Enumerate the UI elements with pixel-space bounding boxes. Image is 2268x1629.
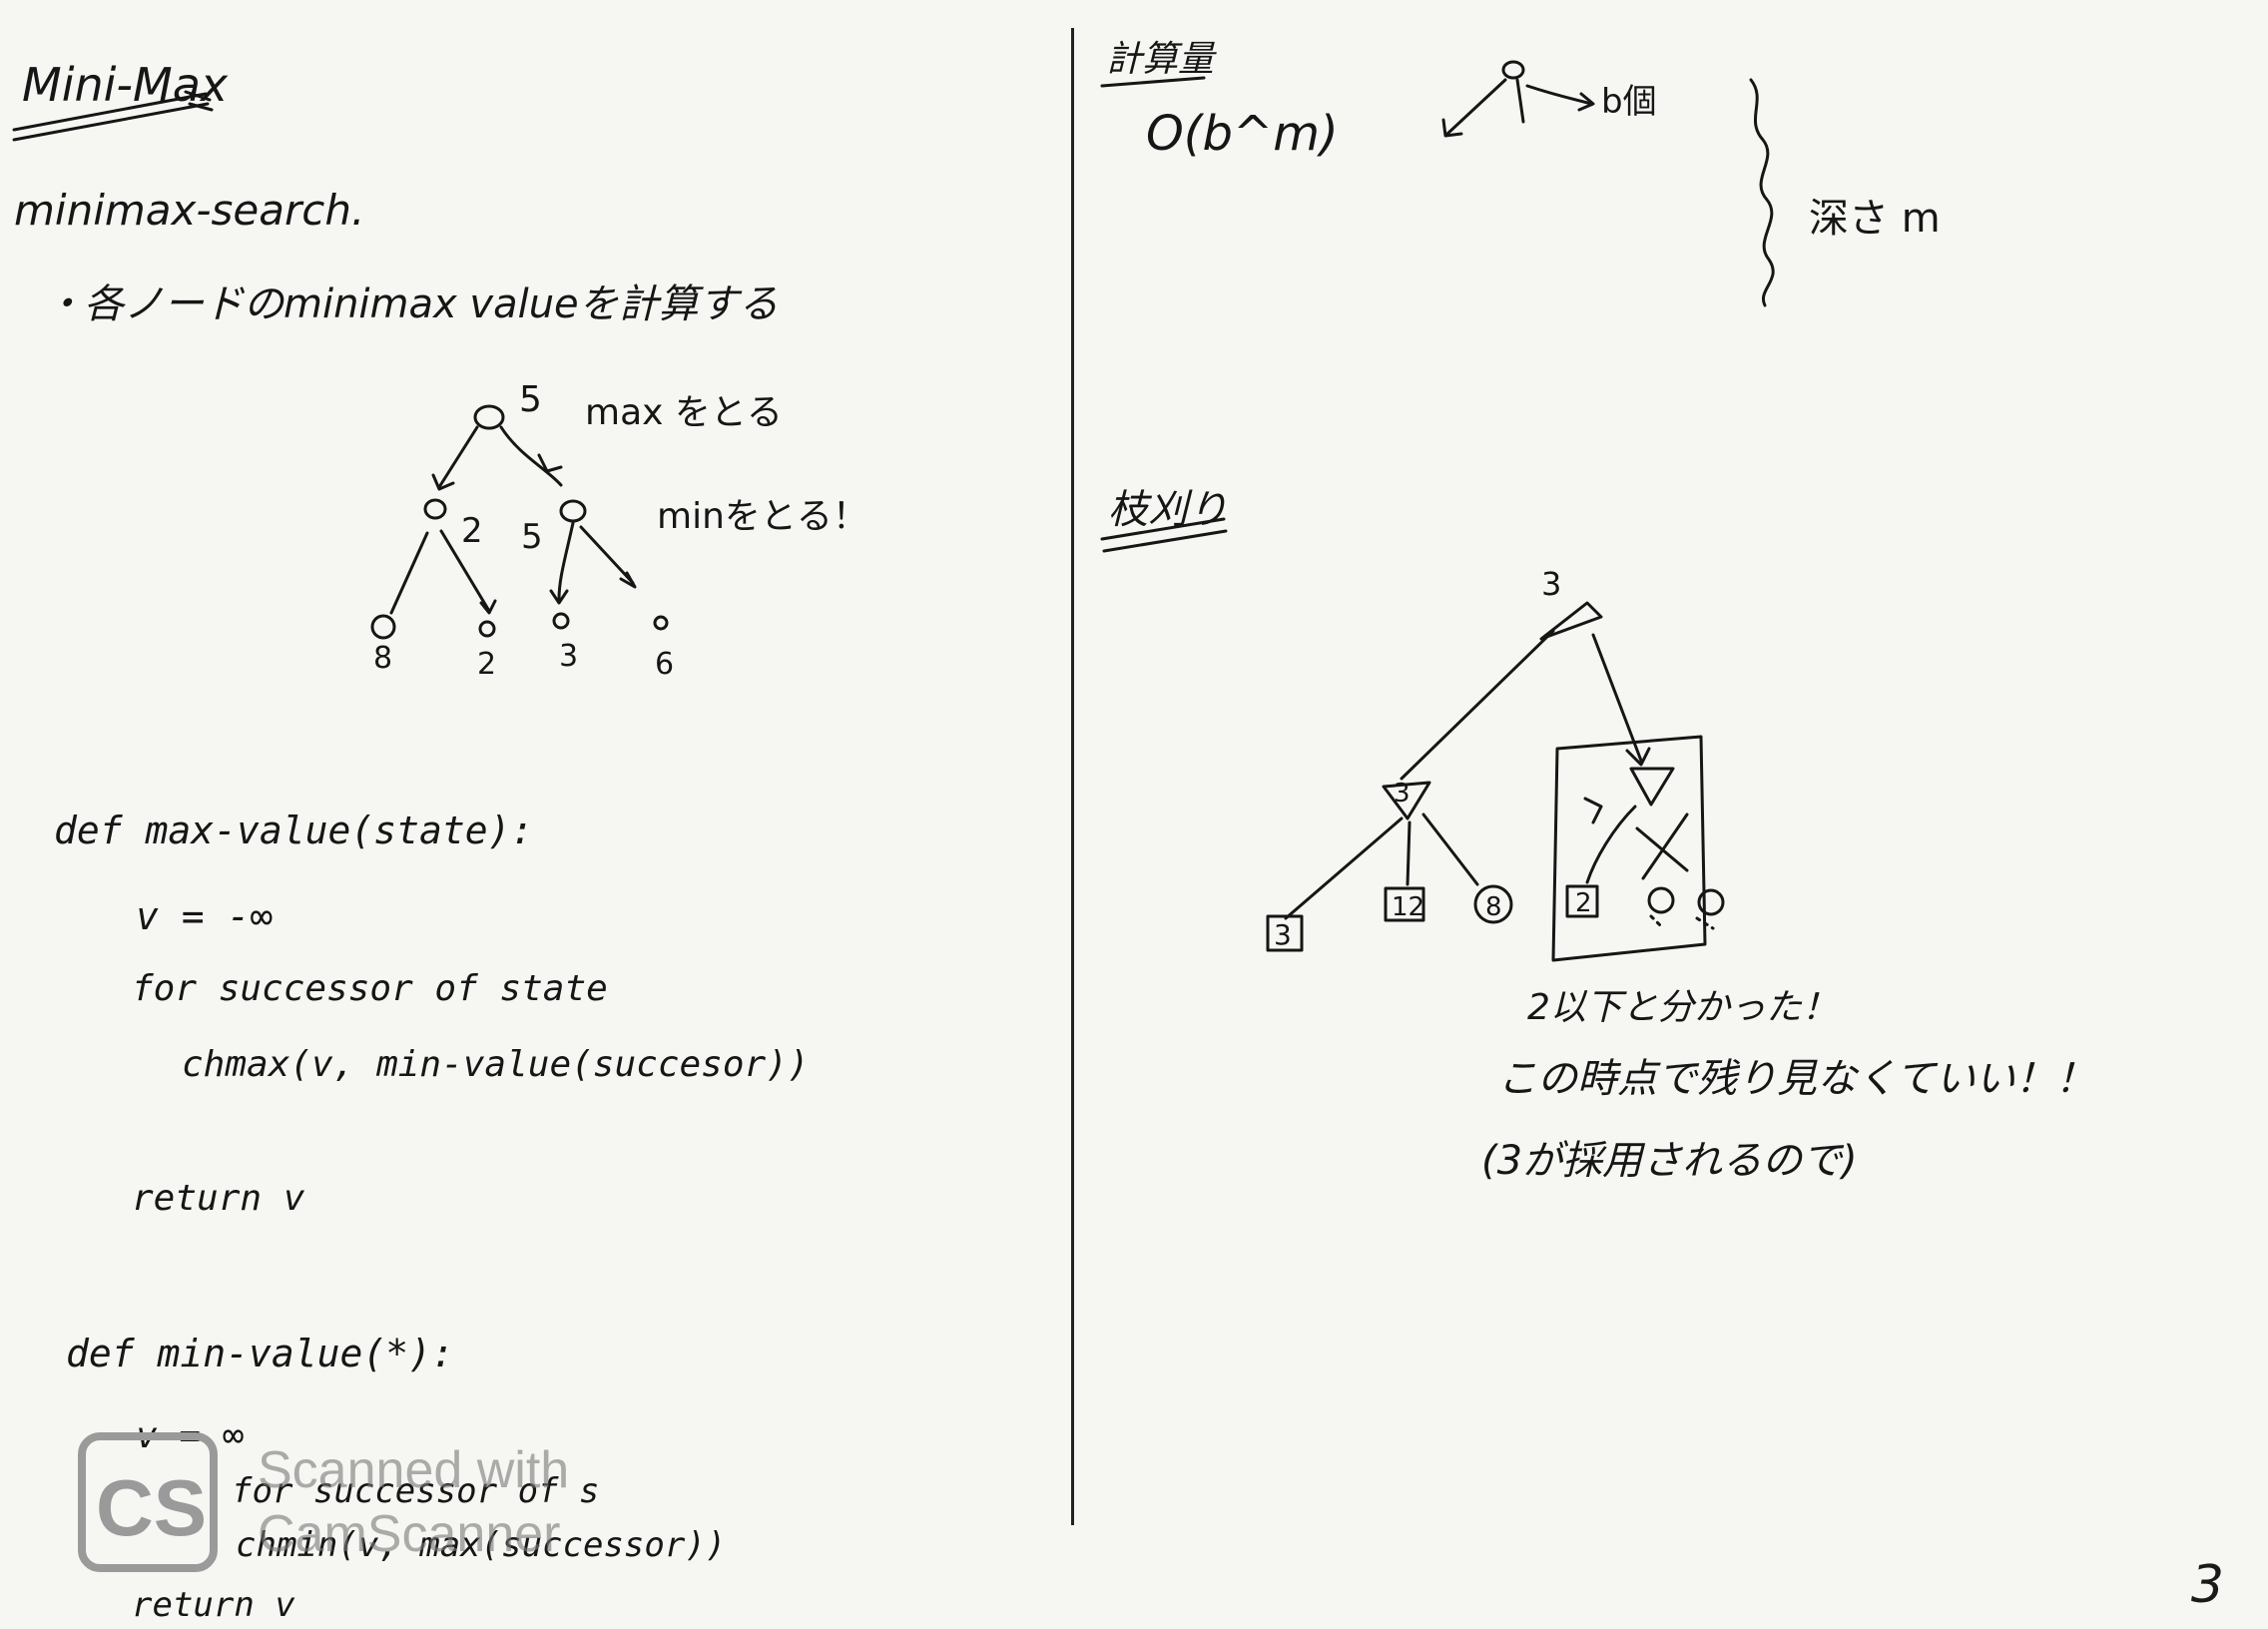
prune-leaf-value: 12 <box>1392 892 1425 922</box>
page-number: 3 <box>2190 1555 2224 1615</box>
code-line: def max-value(state): <box>54 809 534 852</box>
bullet-minimax-value: ・各ノードのminimax valueを計算する <box>44 281 779 327</box>
code-line: for successor of s <box>232 1471 600 1511</box>
leaf-value: 8 <box>373 641 393 676</box>
leaf-circle <box>1473 884 1513 924</box>
subtitle-minimax-search: minimax-search. <box>14 186 365 235</box>
leaf-value: 2 <box>477 647 497 682</box>
prune-note: この時点で残り見なくていい！！ <box>1497 1056 2095 1102</box>
min-node-triangle <box>1629 767 1675 807</box>
leaf-box <box>1384 886 1425 922</box>
tree-min-node <box>559 499 587 523</box>
complexity-heading: 計算量 <box>1106 39 1215 80</box>
depth-label: 深さ m <box>1809 196 1941 242</box>
code-line: chmax(v, min-value(succesor)) <box>182 1044 810 1085</box>
watermark-line: CamScanner <box>258 1505 561 1563</box>
code-line: def min-value(*): <box>66 1332 454 1375</box>
leaf-value: 6 <box>655 647 675 682</box>
camscanner-watermark: CS Scanned with CamScanner <box>78 1432 677 1582</box>
title-underline <box>12 92 208 132</box>
code-line: return v <box>132 1585 295 1625</box>
root-note: max をとる <box>585 392 783 433</box>
title-minimax: Mini-Max <box>22 58 229 112</box>
code-line: for successor of state <box>132 968 608 1009</box>
tree-root-node <box>473 404 505 430</box>
child-value-left: 2 <box>461 511 483 551</box>
tree-leaf-node <box>370 614 396 640</box>
complexity-value: O(b^m) <box>1146 106 1339 162</box>
prune-leaf-value: 3 <box>1274 918 1292 951</box>
leaf-box <box>1565 884 1599 918</box>
min-note: minをとる！ <box>657 496 868 537</box>
depth-brace <box>1749 78 1775 307</box>
branch-label: b個 <box>1601 82 1657 122</box>
tree-leaf-node <box>478 620 496 638</box>
root-value: 5 <box>519 379 542 420</box>
prune-note: 2以下と分かった！ <box>1527 987 1838 1028</box>
prune-note: (3が採用されるので) <box>1481 1138 1858 1184</box>
watermark-line: Scanned with <box>258 1441 570 1499</box>
code-line: chmin(v, max(successor)) <box>236 1525 727 1565</box>
tree-leaf-node <box>653 615 669 631</box>
pruning-heading: 枝刈り <box>1108 487 1228 533</box>
page-divider <box>1071 28 1074 1525</box>
prune-root-value: 3 <box>1541 565 1562 603</box>
child-value-right: 5 <box>521 517 543 557</box>
prune-leaf-value: 8 <box>1485 892 1502 922</box>
max-node-triangle <box>1539 601 1603 641</box>
leaf-value: 3 <box>559 639 579 674</box>
code-line: return v <box>132 1178 305 1219</box>
leaf-box <box>1266 914 1304 952</box>
prune-leaf-value: 2 <box>1575 888 1592 918</box>
tree-leaf-node <box>552 612 570 630</box>
min-node-triangle <box>1382 781 1431 820</box>
code-line: v = -∞ <box>136 894 274 938</box>
camscanner-logo-icon: CS <box>78 1432 218 1572</box>
tree-min-node <box>423 498 447 520</box>
pruned-region <box>1551 735 1707 962</box>
